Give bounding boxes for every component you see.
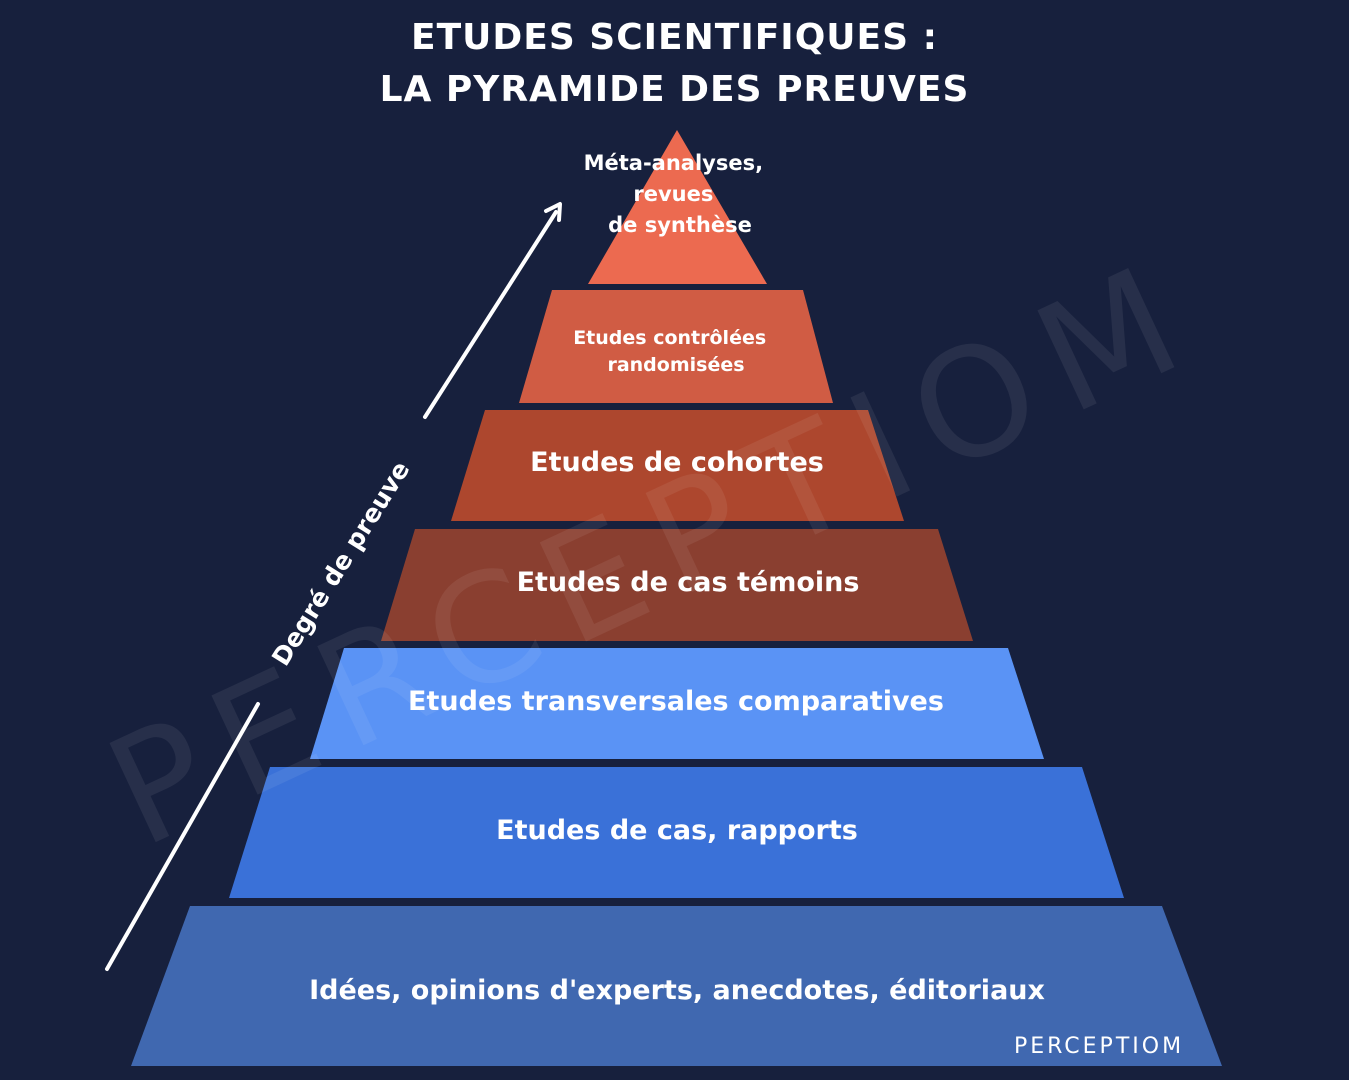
tier-2-line-2: randomisées: [607, 354, 744, 376]
tier-2-line-1: Etudes contrôlées: [573, 327, 766, 349]
pyramid-tier-randomized-controlled: Etudes contrôlées randomisées: [519, 290, 833, 403]
tier-3-label: Etudes de cohortes: [530, 447, 824, 478]
title-line-2: LA PYRAMIDE DES PREUVES: [379, 69, 970, 110]
pyramid-tier-expert-opinion: Idées, opinions d'experts, anecdotes, éd…: [131, 906, 1222, 1066]
tier-shape: [229, 767, 1124, 898]
tier-shape: [381, 529, 973, 641]
tier-5-label: Etudes transversales comparatives: [408, 686, 944, 717]
tier-7-label: Idées, opinions d'experts, anecdotes, éd…: [309, 975, 1045, 1006]
tier-6-label: Etudes de cas, rapports: [496, 815, 858, 846]
tier-shape: [131, 906, 1222, 1066]
svg-text:Etudes contrôlées random: Etudes contrôlées randomisées: [573, 327, 773, 376]
pyramid-tier-cohort-studies: Etudes de cohortes: [451, 410, 904, 521]
title-line-1: ETUDES SCIENTIFIQUES :: [410, 17, 938, 58]
pyramid-tier-meta-analyses: Méta-analyses, revues de synthèse: [584, 130, 771, 284]
pyramid-tier-cross-sectional: Etudes transversales comparatives: [310, 648, 1044, 759]
perceptiom-logo: PERCEPTIOM: [1014, 1034, 1184, 1059]
page-title: ETUDES SCIENTIFIQUES : LA PYRAMIDE DES P…: [0, 12, 1349, 116]
tier-1-line-3: de synthèse: [608, 213, 752, 237]
arrow-line-lower: [105, 702, 260, 971]
svg-text:Méta-analyses, revues: Méta-analyses, revues de synthèse: [584, 151, 771, 237]
pyramid-tier-case-control: Etudes de cas témoins: [381, 529, 973, 641]
tier-1-line-2: revues: [633, 182, 713, 206]
tier-shape: [588, 130, 767, 284]
tier-shape: [519, 290, 833, 403]
tier-1-line-1: Méta-analyses,: [584, 151, 763, 175]
tier-4-label: Etudes de cas témoins: [517, 567, 860, 598]
tier-shape: [310, 648, 1044, 759]
pyramid-tier-case-reports: Etudes de cas, rapports: [229, 767, 1124, 898]
tier-shape: [451, 410, 904, 521]
arrow-head-icon: [544, 202, 562, 222]
arrow-line-upper: [423, 210, 558, 419]
